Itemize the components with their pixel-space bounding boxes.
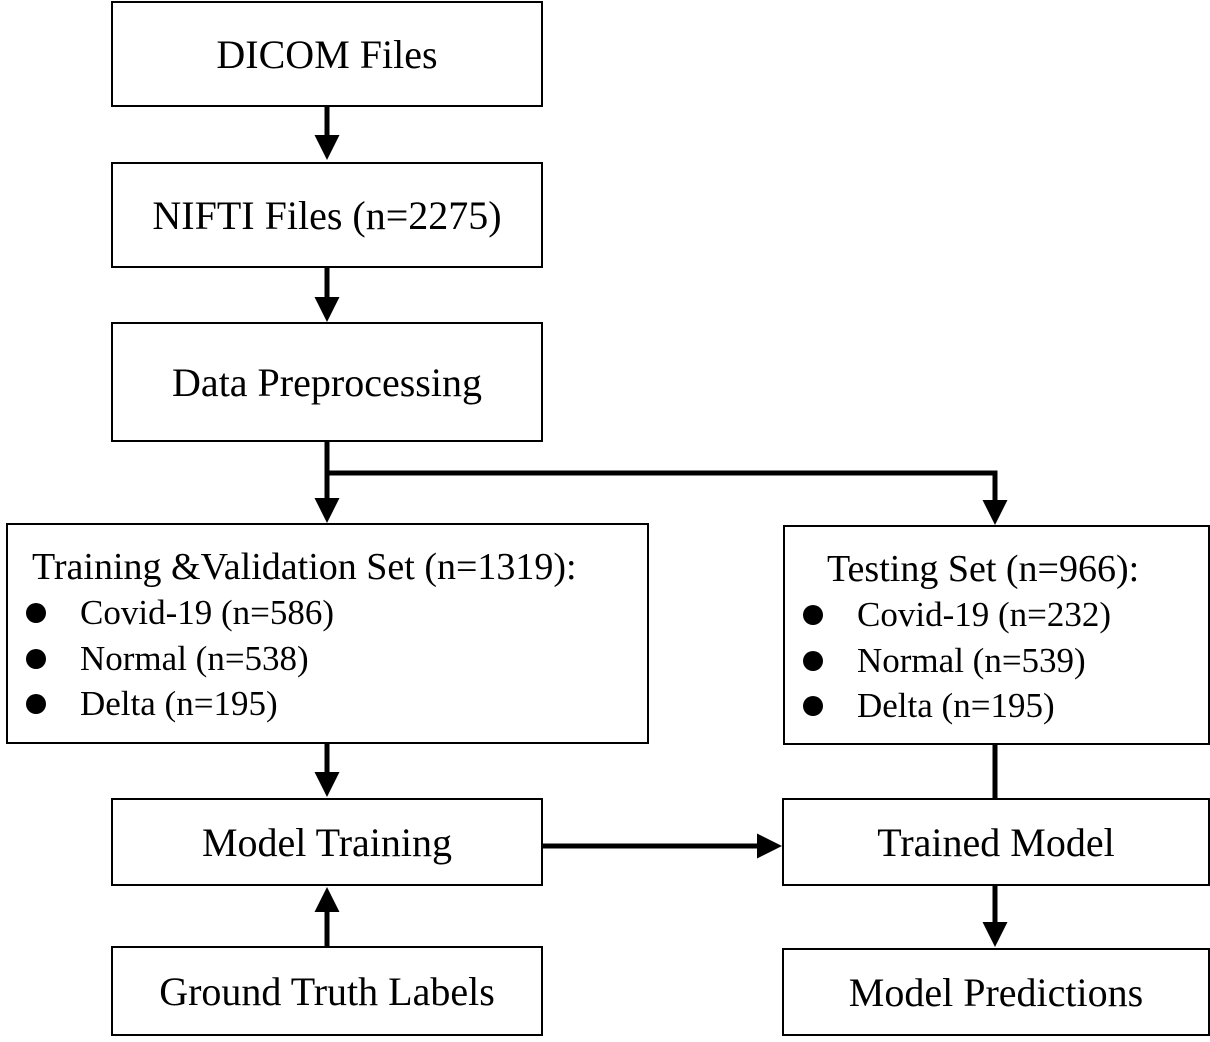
training-set-item-label: Delta (n=195): [80, 684, 278, 723]
training-set-item: Normal (n=538): [26, 639, 309, 679]
dicom-files-label: DICOM Files: [216, 31, 438, 77]
testing-set-box: Testing Set (n=966): Covid-19 (n=232) No…: [783, 525, 1210, 745]
training-set-title: Training &Validation Set (n=1319):: [32, 546, 577, 588]
ground-truth-labels-label: Ground Truth Labels: [159, 968, 495, 1014]
trained-model-label: Trained Model: [877, 819, 1115, 865]
training-set-item-label: Covid-19 (n=586): [80, 593, 335, 632]
bullet-icon: [26, 649, 46, 669]
testing-set-item: Normal (n=539): [803, 641, 1086, 681]
training-validation-set-box: Training &Validation Set (n=1319): Covid…: [6, 523, 649, 744]
data-preprocessing-box: Data Preprocessing: [111, 322, 543, 442]
trained-model-box: Trained Model: [782, 798, 1210, 886]
bullet-icon: [803, 605, 823, 625]
testing-set-title: Testing Set (n=966):: [827, 548, 1140, 590]
data-preprocessing-label: Data Preprocessing: [172, 359, 482, 405]
bullet-icon: [26, 694, 46, 714]
nifti-files-box: NIFTI Files (n=2275): [111, 162, 543, 268]
arrow-split-to-testing: [325, 470, 1008, 525]
model-training-box: Model Training: [111, 798, 543, 886]
model-predictions-label: Model Predictions: [848, 969, 1144, 1015]
testing-set-item-label: Normal (n=539): [857, 641, 1086, 680]
dicom-files-box: DICOM Files: [111, 1, 543, 107]
model-predictions-box: Model Predictions: [782, 948, 1210, 1036]
testing-set-item: Delta (n=195): [803, 686, 1055, 726]
testing-set-item: Covid-19 (n=232): [803, 595, 1111, 635]
nifti-files-label: NIFTI Files (n=2275): [152, 192, 502, 238]
testing-set-item-label: Delta (n=195): [857, 686, 1055, 725]
model-training-label: Model Training: [201, 819, 453, 865]
bullet-icon: [26, 603, 46, 623]
training-set-item: Covid-19 (n=586): [26, 593, 334, 633]
training-set-item-label: Normal (n=538): [80, 639, 309, 678]
training-set-item: Delta (n=195): [26, 684, 278, 724]
bullet-icon: [803, 651, 823, 671]
ground-truth-labels-box: Ground Truth Labels: [111, 946, 543, 1036]
bullet-icon: [803, 696, 823, 716]
testing-set-item-label: Covid-19 (n=232): [857, 595, 1112, 634]
